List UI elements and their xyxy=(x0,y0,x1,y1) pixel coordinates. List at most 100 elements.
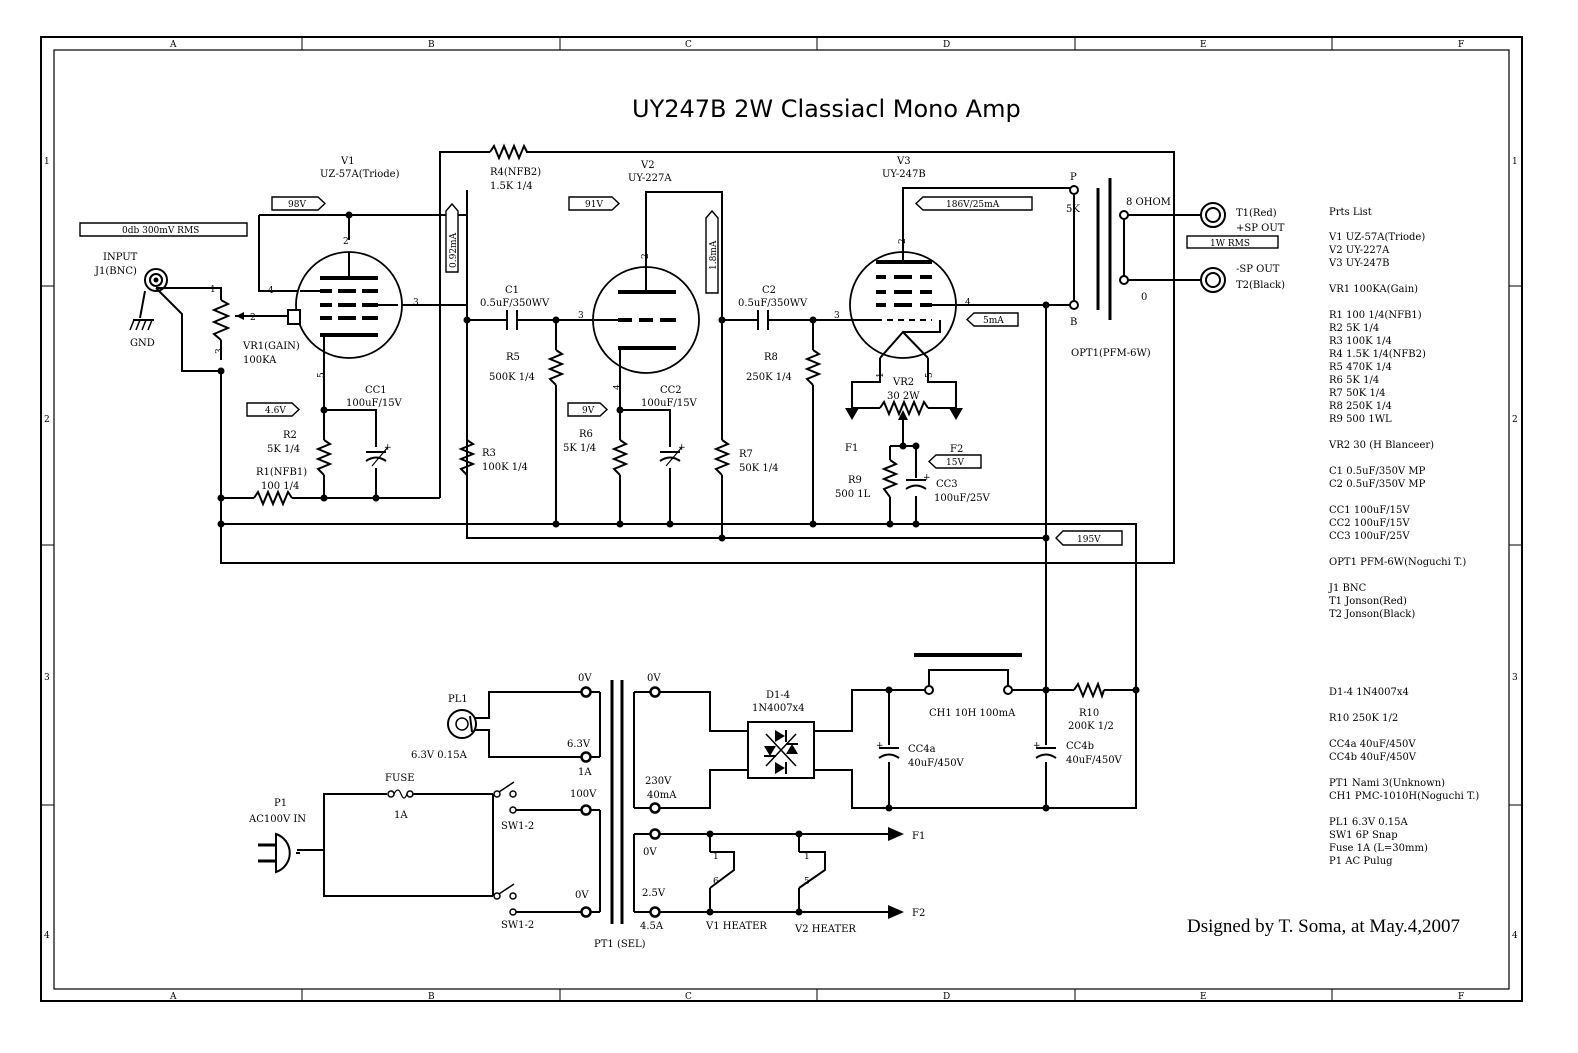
parts-list-item: Fuse 1A (L=30mm) xyxy=(1329,843,1428,854)
heater-v1-pin6: 6 xyxy=(713,877,719,887)
terminal-t2 xyxy=(1200,267,1226,293)
signal-wiring xyxy=(155,151,1200,690)
parts-list-item: R10 250K 1/2 xyxy=(1329,713,1398,724)
label-r6: R6 xyxy=(579,429,593,440)
v3-pin5: 5 xyxy=(925,372,935,378)
label-r2: R2 xyxy=(283,430,297,441)
col-label-d-bottom: D xyxy=(943,992,950,1002)
parts-list-item: SW1 6P Snap xyxy=(1329,830,1398,841)
label-v3-type: UY-247B xyxy=(882,169,926,180)
tag-v3-plate-text: 186V/25mA xyxy=(946,200,1000,210)
label-input: INPUT xyxy=(103,252,138,263)
label-r7-val: 50K 1/4 xyxy=(739,463,778,474)
tag-v2-current-text: 1.8mA xyxy=(709,240,719,270)
ac-plug-p1 xyxy=(258,832,300,874)
power-transformer-pt1 xyxy=(580,680,661,924)
parts-list-item: C1 0.5uF/350V MP xyxy=(1329,466,1426,477)
label-v2: V2 xyxy=(640,160,655,171)
row-label-3-left: 3 xyxy=(44,673,50,683)
label-pl1: PL1 xyxy=(448,694,468,705)
label-f1-out: F1 xyxy=(912,831,925,842)
tag-b-plus-text: 195V xyxy=(1077,535,1101,545)
label-c1-val: 0.5uF/350WV xyxy=(480,298,550,309)
tag-input-level-text: 0db 300mV RMS xyxy=(122,226,199,236)
label-f2: F2 xyxy=(950,444,963,455)
label-j1: J1(BNC) xyxy=(94,266,137,277)
parts-list-item: T2 Jonson(Black) xyxy=(1329,609,1415,620)
label-v1-type: UZ-57A(Triode) xyxy=(320,169,400,180)
label-sp-plus: +SP OUT xyxy=(1236,223,1285,234)
label-cc4b: CC4b xyxy=(1066,741,1094,752)
col-label-b-bottom: B xyxy=(428,992,435,1002)
v3-pin1: 1 xyxy=(876,372,886,378)
v1-pin4: 4 xyxy=(268,286,274,296)
input-jack-j1 xyxy=(129,268,168,331)
tag-output-level-text: 1W RMS xyxy=(1210,239,1250,249)
label-r10-val: 200K 1/2 xyxy=(1068,721,1114,732)
capacitor-cc4b: + xyxy=(1033,741,1057,759)
label-c2-val: 0.5uF/350WV xyxy=(738,298,808,309)
parts-list-item: P1 AC Pulug xyxy=(1329,856,1393,867)
v2-pin4: 4 xyxy=(613,384,623,390)
tag-v3-screen: 5mA xyxy=(965,312,1019,327)
capacitor-cc2: + xyxy=(659,443,686,467)
label-sp-minus: -SP OUT xyxy=(1236,264,1280,275)
heater-v2-pin5: 5 xyxy=(804,877,810,887)
col-label-a-top: A xyxy=(169,40,177,50)
label-r4-val: 1.5K 1/4 xyxy=(490,181,533,192)
tag-v2-cathode: 9V xyxy=(567,402,609,417)
resistor-r10 xyxy=(1073,681,1105,700)
tag-v1-current: 0.92mA xyxy=(445,202,459,273)
col-label-a-bottom: A xyxy=(169,992,177,1002)
v3-pin4: 4 xyxy=(965,298,971,308)
tag-input-level: 0db 300mV RMS xyxy=(79,222,248,237)
output-transformer-opt1 xyxy=(1069,178,1129,320)
tag-v2-cathode-text: 9V xyxy=(582,406,595,416)
label-pt1: PT1 (SEL) xyxy=(594,939,646,950)
resistor-r6 xyxy=(611,439,629,476)
label-f1: F1 xyxy=(845,443,858,454)
label-vr1-val: 100KA xyxy=(243,355,277,366)
cc1-plus: + xyxy=(384,443,392,453)
label-v2-type: UY-227A xyxy=(628,173,672,184)
label-d1-4: D1-4 xyxy=(766,690,790,701)
resistor-r8 xyxy=(804,349,822,386)
label-cc4a-val: 40uF/450V xyxy=(908,758,965,769)
label-t2: T2(Black) xyxy=(1236,280,1285,291)
parts-list-item: T1 Jonson(Red) xyxy=(1329,596,1407,607)
resistor-r5 xyxy=(547,349,565,386)
label-sec-4-5a: 4.5A xyxy=(640,921,664,932)
label-d1-4-val: 1N4007x4 xyxy=(752,703,805,714)
row-label-2-right: 2 xyxy=(1512,415,1518,425)
power-junction-dots xyxy=(706,686,1140,916)
label-r9: R9 xyxy=(848,475,862,486)
parts-list-item: CC1 100uF/15V xyxy=(1329,505,1410,516)
tag-v2-plate-text: 91V xyxy=(585,200,603,210)
label-opt1-b: B xyxy=(1070,317,1077,328)
switch-sw1-upper xyxy=(493,781,517,814)
junction-dots xyxy=(217,211,1050,542)
label-v2-heater: V2 HEATER xyxy=(794,924,856,935)
arrow-f2-out xyxy=(888,905,904,919)
heater-connector-v1 xyxy=(709,851,735,889)
col-label-f-top: F xyxy=(1458,40,1464,50)
tag-b-plus: 195V xyxy=(1055,530,1123,546)
label-cc3-val: 100uF/25V xyxy=(934,493,991,504)
parts-list-item: CC2 100uF/15V xyxy=(1329,518,1410,529)
label-r3: R3 xyxy=(482,448,496,459)
parts-list-item: R3 100K 1/4 xyxy=(1329,336,1392,347)
label-p1: P1 xyxy=(274,798,287,809)
parts-list-item: R1 100 1/4(NFB1) xyxy=(1329,310,1422,321)
resistor-r1 xyxy=(253,489,293,507)
parts-list-item: R4 1.5K 1/4(NFB2) xyxy=(1329,349,1426,360)
page-title: UY247B 2W Classiacl Mono Amp xyxy=(632,95,1021,123)
tag-v2-plate: 91V xyxy=(568,196,621,211)
label-cc3: CC3 xyxy=(936,479,958,490)
label-r8-val: 250K 1/4 xyxy=(746,372,792,383)
cc4a-plus: + xyxy=(876,741,884,751)
col-label-d-top: D xyxy=(943,40,950,50)
parts-list-item: OPT1 PFM-6W(Noguchi T.) xyxy=(1329,557,1466,568)
tube-v2 xyxy=(592,266,700,374)
label-fuse: FUSE xyxy=(385,773,415,784)
label-opt1: OPT1(PFM-6W) xyxy=(1071,348,1151,359)
